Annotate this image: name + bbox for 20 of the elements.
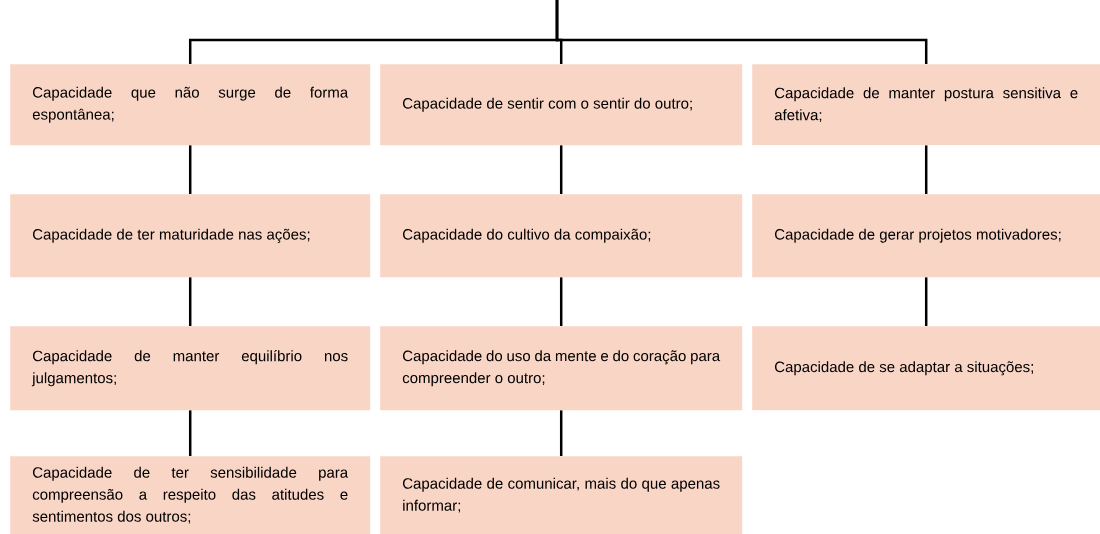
connector-line	[559, 145, 563, 194]
connector-line	[559, 277, 563, 326]
connector-line	[555, 0, 928, 64]
text-box: Capacidade de manter equilíbrio nos julgamentos;	[10, 326, 371, 411]
connector-line	[188, 410, 192, 456]
text-box: Capacidade de comunicar, mais do que apenas informar;	[380, 456, 743, 534]
connector-line	[924, 277, 928, 326]
text-box: Capacidade de se adaptar a situações;	[752, 326, 1100, 411]
text-box: Capacidade de ter maturidade nas ações;	[10, 194, 371, 278]
text-box: Capacidade de gerar projetos motivadores;	[752, 194, 1100, 278]
text-box: Capacidade que não surge de forma espontânea;	[10, 64, 371, 146]
connector-line	[188, 277, 192, 326]
connector-line	[924, 145, 928, 194]
connector-line	[559, 410, 563, 456]
text-box: Capacidade do uso da mente e do coração para compreender o outro;	[380, 326, 743, 411]
connector-line	[188, 145, 192, 194]
text-box: Capacidade de sentir com o sentir do outro;	[380, 64, 743, 146]
text-box: Capacidade de ter sensibilidade para compreensão a respeito das atitudes e sentimentos dos outros;	[10, 456, 371, 534]
text-box: Capacidade de manter postura sensitiva e afetiva;	[752, 64, 1100, 146]
text-box: Capacidade do cultivo da compaixão;	[380, 194, 743, 278]
